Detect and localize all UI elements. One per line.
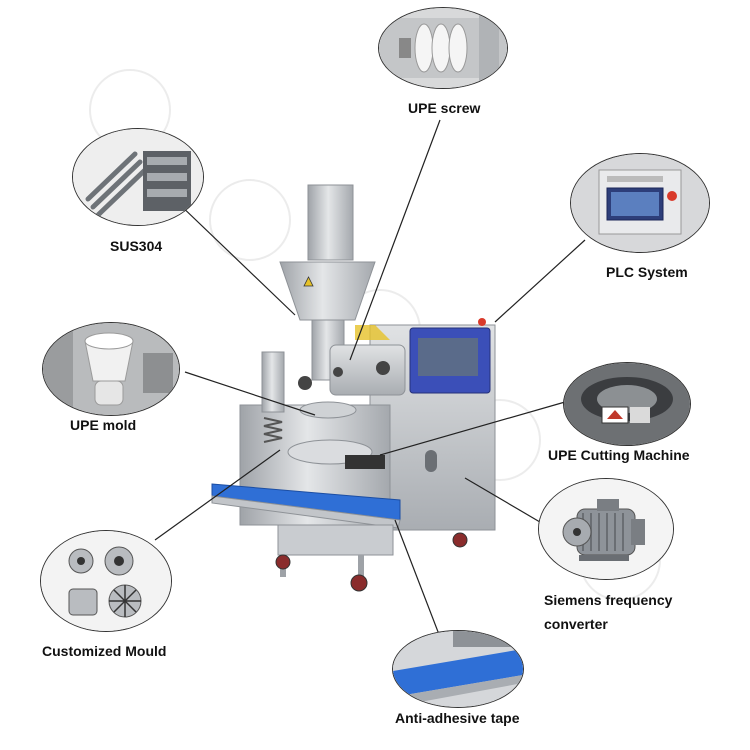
callout-plc-system	[570, 153, 710, 253]
leader-line-siemens-converter	[464, 477, 546, 526]
label-siemens-line1: Siemens frequency	[544, 592, 673, 608]
label-upe-cutting-machine: UPE Cutting Machine	[548, 447, 690, 463]
caster-wheel-icon	[452, 532, 468, 548]
leader-line-upe-mold	[184, 371, 316, 416]
callout-upe-screw	[378, 7, 508, 89]
warning-sign-icon	[303, 276, 314, 287]
warning-sign-icon	[355, 325, 390, 340]
upe-screw-photo	[379, 8, 507, 88]
leader-line-customized-mould	[154, 449, 281, 541]
steel-tubes-photo	[73, 129, 203, 225]
cutting-head	[345, 455, 385, 469]
filling-unit	[329, 344, 406, 396]
stop-button-icon	[478, 318, 486, 326]
caster-wheel-icon	[275, 554, 291, 570]
conveyor-belt-photo	[393, 631, 523, 707]
callout-siemens-converter	[538, 478, 674, 580]
leader-line-sus304	[174, 199, 296, 316]
leader-line-upe-screw	[349, 119, 441, 361]
hopper-tower	[307, 184, 354, 261]
callout-customized-mould	[40, 530, 172, 632]
callout-upe-mold	[42, 322, 180, 416]
knob-icon	[298, 376, 312, 390]
callout-sus304	[72, 128, 204, 226]
label-siemens-line2: converter	[544, 616, 608, 632]
guide-pillar	[261, 351, 285, 413]
callout-upe-cutting-machine	[563, 362, 691, 446]
label-upe-screw: UPE screw	[408, 100, 481, 116]
knob-icon	[333, 367, 343, 377]
base-stand	[277, 524, 394, 556]
leg	[358, 555, 364, 577]
cabinet-window	[425, 450, 437, 472]
knob-icon	[376, 361, 390, 375]
plc-screen	[418, 338, 478, 376]
hopper-funnel	[279, 261, 376, 321]
label-upe-mold: UPE mold	[70, 417, 137, 433]
spring-icon	[263, 417, 283, 443]
upe-mold-photo	[43, 323, 179, 415]
label-anti-adhesive-tape: Anti-adhesive tape	[395, 710, 520, 726]
label-sus304: SUS304	[110, 238, 163, 254]
siemens-motor-photo	[539, 479, 673, 579]
leader-line-anti-adhesive-tape	[394, 519, 446, 651]
leader-line-upe-cutting-machine	[379, 401, 566, 456]
custom-mould-photo	[41, 531, 171, 631]
label-plc-system: PLC System	[606, 264, 688, 280]
cutting-machine-photo	[564, 363, 690, 445]
plc-panel-photo	[571, 154, 709, 252]
callout-anti-adhesive-tape	[392, 630, 524, 708]
caster-wheel-icon	[350, 574, 368, 592]
leader-line-plc-system	[494, 239, 586, 323]
label-customized-mould: Customized Mould	[42, 643, 167, 659]
